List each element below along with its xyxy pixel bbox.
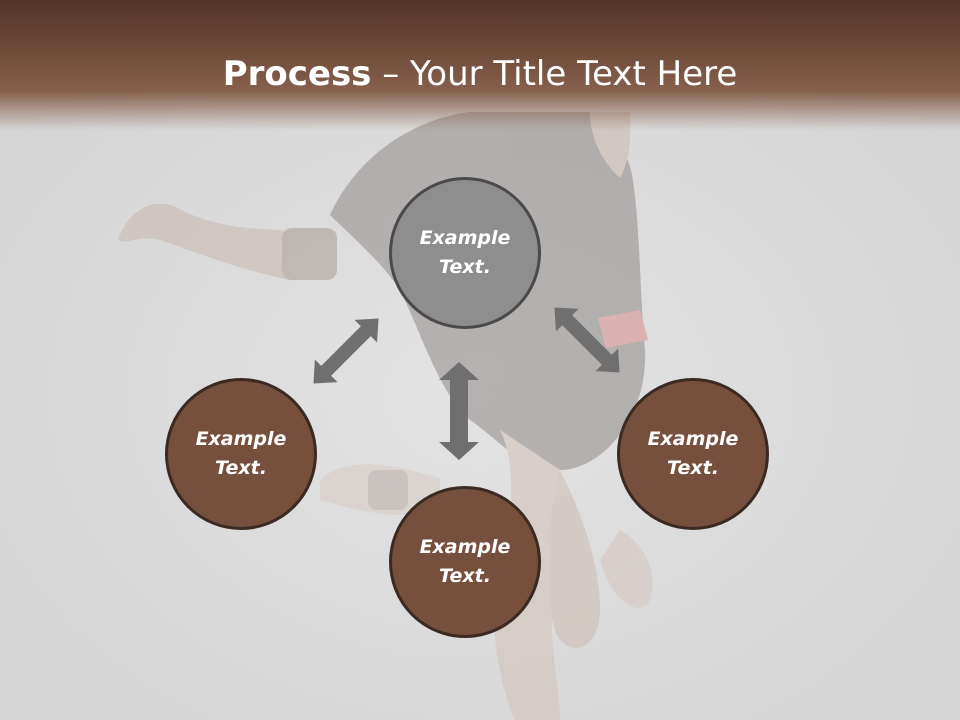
slide-title: Process – Your Title Text Here: [0, 54, 960, 94]
title-bar: [0, 0, 960, 130]
process-node-top: Example Text.: [389, 177, 541, 329]
arrow-top-right: [554, 307, 620, 373]
process-node-bottom: Example Text.: [389, 486, 541, 638]
node-right-text: Example Text.: [647, 428, 739, 479]
node-top-text: Example Text.: [419, 227, 511, 278]
node-bottom-text: Example Text.: [419, 536, 511, 587]
process-node-right: Example Text.: [617, 378, 769, 530]
node-left-text: Example Text.: [195, 428, 287, 479]
arrow-top-left: [313, 318, 379, 384]
arrow-vertical: [439, 362, 479, 460]
title-bold: Process: [222, 54, 372, 94]
title-rest: – Your Title Text Here: [371, 54, 738, 94]
process-node-left: Example Text.: [165, 378, 317, 530]
